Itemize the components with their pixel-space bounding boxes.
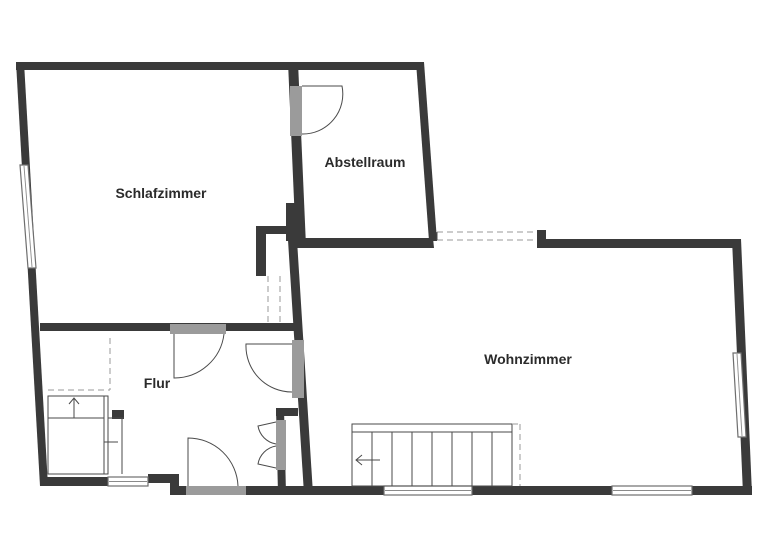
room-label-schlafzimmer: Schlafzimmer — [115, 185, 207, 201]
wall-wohnzimmer-top-b — [537, 239, 741, 248]
stairs — [47, 338, 521, 487]
door-entrance — [186, 486, 246, 495]
room-label-abstellraum: Abstellraum — [325, 154, 406, 170]
wall-bottom-right — [244, 486, 752, 495]
door-cupboard-swing-a — [257, 421, 277, 445]
door-abstellraum-swing — [301, 85, 344, 135]
door-wohnzimmer-swing — [245, 343, 293, 393]
wall-schlafzimmer-flur — [40, 323, 295, 331]
door-cupboard-swing-b — [257, 445, 277, 469]
wall-bottom-step-c — [170, 486, 188, 495]
stair-flur-outline — [47, 395, 109, 475]
wall-notch — [256, 226, 286, 276]
doors — [170, 85, 344, 495]
wall-pier — [286, 203, 298, 241]
wall-bottom-step-b — [170, 474, 179, 495]
wall-left — [16, 62, 48, 486]
door-wohnzimmer — [292, 340, 304, 398]
room-label-flur: Flur — [144, 375, 171, 391]
door-flur-schlafzimmer-swing — [173, 333, 225, 379]
wall-top-left — [16, 62, 424, 70]
stair-wohnzimmer-treads — [371, 432, 493, 486]
room-labels: Schlafzimmer Abstellraum Wohnzimmer Flur — [115, 154, 572, 391]
stair-flur-landing — [47, 395, 105, 419]
walls — [16, 62, 752, 495]
wall-bottom-left — [40, 477, 108, 486]
window-wohnzimmer-right-line — [736, 353, 743, 437]
window-schlafzimmer-line — [23, 165, 33, 268]
wall-bottom-step-a — [148, 474, 178, 483]
wall-abstellraum-right — [416, 62, 437, 241]
room-label-wohnzimmer: Wohnzimmer — [484, 351, 572, 367]
wall-abstellraum-bottom — [296, 238, 434, 248]
door-cupboard — [276, 420, 286, 470]
windows — [19, 164, 747, 496]
stair-flur-arrowhead — [68, 397, 80, 405]
door-entrance-swing — [187, 437, 239, 487]
door-abstellraum — [290, 86, 302, 136]
wall-stub — [112, 410, 124, 419]
door-flur-schlafzimmer — [170, 324, 226, 334]
stair-wohnzimmer-arrowhead — [355, 454, 363, 466]
